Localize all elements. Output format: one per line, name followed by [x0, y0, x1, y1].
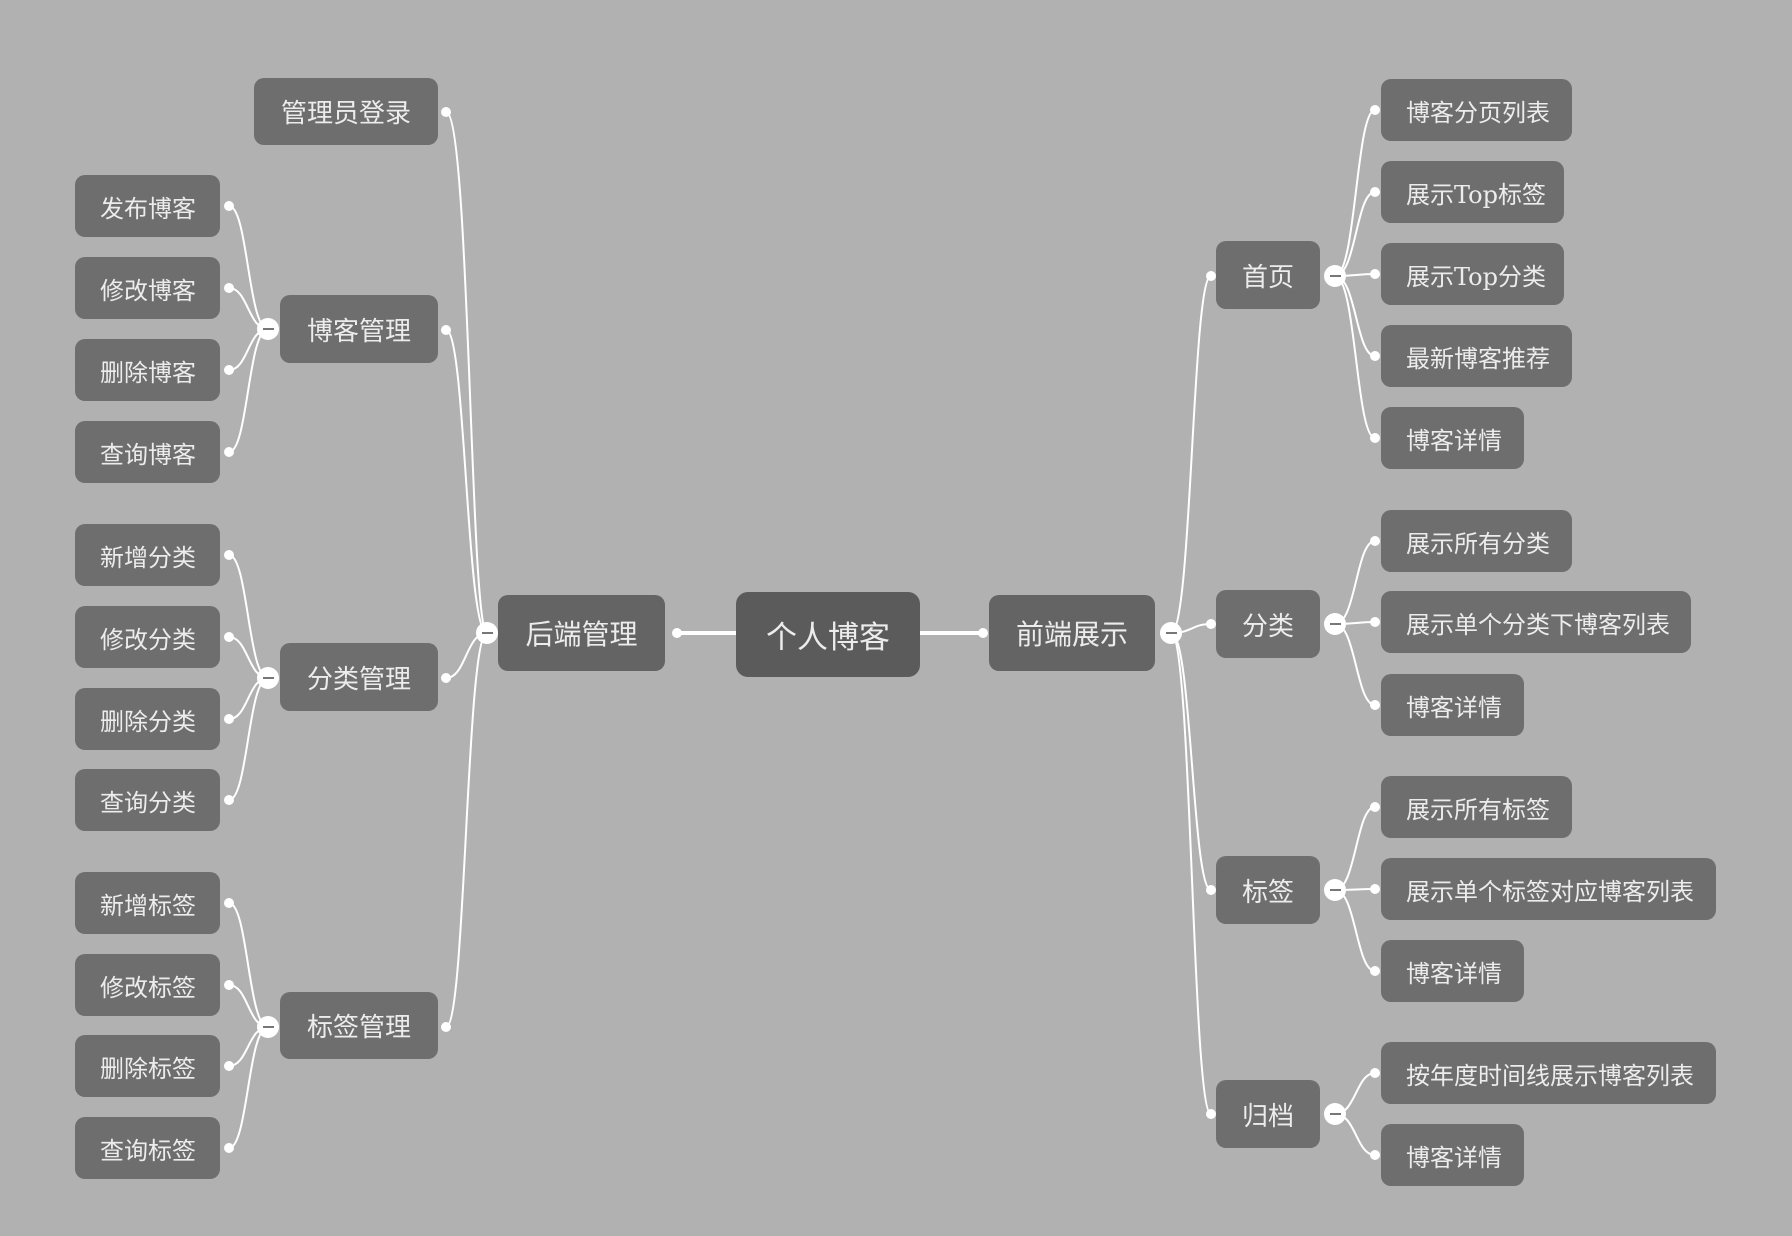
node-label: 最新博客推荐	[1406, 344, 1550, 373]
leaf-query-tag[interactable]: 查询标签	[75, 1117, 220, 1179]
category-manage-node[interactable]: 分类管理	[280, 643, 438, 711]
node-label: 修改博客	[100, 276, 196, 305]
leaf-edit-tag[interactable]: 修改标签	[75, 954, 220, 1016]
node-label: 博客详情	[1406, 1143, 1502, 1172]
leaf-edit-blog[interactable]: 修改博客	[75, 257, 220, 319]
leaf-query-blog[interactable]: 查询博客	[75, 421, 220, 483]
frontend-label: 前端展示	[1015, 618, 1128, 651]
archive-node[interactable]: 归档	[1216, 1080, 1320, 1148]
node-label: 展示Top分类	[1406, 262, 1546, 291]
leaf-query-category[interactable]: 查询分类	[75, 769, 220, 831]
node-label: 博客分页列表	[1406, 98, 1550, 127]
node-label: 分类管理	[306, 664, 411, 695]
root-label: 个人博客	[766, 620, 890, 656]
tag-collapse-icon[interactable]	[1324, 879, 1346, 901]
node-label: 查询分类	[100, 788, 196, 817]
node-label: 归档	[1241, 1101, 1294, 1132]
node-label: 首页	[1241, 262, 1294, 293]
leaf-add-category[interactable]: 新增分类	[75, 524, 220, 586]
node-label: 展示所有分类	[1406, 529, 1550, 558]
node-label: 管理员登录	[280, 99, 411, 129]
node-label: 展示所有标签	[1406, 795, 1550, 824]
node-label: 发布博客	[100, 194, 196, 223]
tag-manage-node[interactable]: 标签管理	[280, 992, 438, 1059]
leaf-all-tags[interactable]: 展示所有标签	[1381, 776, 1572, 838]
leaf-top-tags[interactable]: 展示Top标签	[1381, 161, 1564, 223]
leaf-top-categories[interactable]: 展示Top分类	[1381, 243, 1564, 305]
backend-collapse-icon[interactable]	[476, 622, 498, 644]
node-label: 修改分类	[100, 625, 196, 654]
node-label: 分类	[1241, 611, 1294, 642]
blog-manage-collapse-icon[interactable]	[257, 318, 279, 340]
leaf-edit-category[interactable]: 修改分类	[75, 606, 220, 668]
leaf-tag-blog-list[interactable]: 展示单个标签对应博客列表	[1381, 858, 1716, 920]
leaf-blog-detail[interactable]: 博客详情	[1381, 1124, 1524, 1186]
leaf-publish-blog[interactable]: 发布博客	[75, 175, 220, 237]
leaf-category-blog-list[interactable]: 展示单个分类下博客列表	[1381, 591, 1691, 653]
frontend-collapse-icon[interactable]	[1160, 622, 1182, 644]
tag-manage-collapse-icon[interactable]	[257, 1016, 279, 1038]
home-collapse-icon[interactable]	[1324, 265, 1346, 287]
node-label: 展示单个标签对应博客列表	[1406, 877, 1694, 906]
frontend-node[interactable]: 前端展示	[989, 595, 1155, 671]
leaf-blog-detail[interactable]: 博客详情	[1381, 940, 1524, 1002]
backend-label: 后端管理	[525, 618, 638, 651]
node-label: 标签	[1241, 877, 1294, 908]
category-collapse-icon[interactable]	[1324, 613, 1346, 635]
archive-collapse-icon[interactable]	[1324, 1103, 1346, 1125]
node-label: 按年度时间线展示博客列表	[1406, 1061, 1694, 1090]
node-label: 查询博客	[100, 440, 196, 469]
category-manage-collapse-icon[interactable]	[257, 667, 279, 689]
leaf-blog-detail[interactable]: 博客详情	[1381, 674, 1524, 736]
node-label: 展示单个分类下博客列表	[1406, 610, 1670, 639]
leaf-latest-recommend[interactable]: 最新博客推荐	[1381, 325, 1572, 387]
node-label: 展示Top标签	[1406, 180, 1546, 209]
leaf-delete-category[interactable]: 删除分类	[75, 688, 220, 750]
node-label: 新增分类	[100, 543, 196, 572]
leaf-delete-tag[interactable]: 删除标签	[75, 1035, 220, 1097]
leaf-blog-detail[interactable]: 博客详情	[1381, 407, 1524, 469]
blog-manage-node[interactable]: 博客管理	[280, 295, 438, 363]
home-node[interactable]: 首页	[1216, 241, 1320, 309]
root-node[interactable]: 个人博客	[736, 592, 920, 677]
node-label: 新增标签	[100, 891, 196, 920]
node-label: 博客详情	[1406, 426, 1502, 455]
admin-login-node[interactable]: 管理员登录	[254, 78, 438, 145]
node-label: 查询标签	[100, 1136, 196, 1165]
leaf-delete-blog[interactable]: 删除博客	[75, 339, 220, 401]
node-label: 博客管理	[306, 316, 411, 347]
node-label: 删除博客	[100, 358, 196, 387]
node-label: 博客详情	[1406, 959, 1502, 988]
leaf-archive-timeline[interactable]: 按年度时间线展示博客列表	[1381, 1042, 1716, 1104]
node-label: 修改标签	[100, 973, 196, 1002]
leaf-blog-page-list[interactable]: 博客分页列表	[1381, 79, 1572, 141]
backend-node[interactable]: 后端管理	[498, 595, 665, 671]
node-label: 标签管理	[306, 1013, 411, 1043]
tag-node[interactable]: 标签	[1216, 856, 1320, 924]
leaf-all-categories[interactable]: 展示所有分类	[1381, 510, 1572, 572]
node-label: 博客详情	[1406, 693, 1502, 722]
node-label: 删除分类	[100, 707, 196, 736]
category-node[interactable]: 分类	[1216, 590, 1320, 658]
node-label: 删除标签	[100, 1054, 196, 1083]
leaf-add-tag[interactable]: 新增标签	[75, 872, 220, 934]
